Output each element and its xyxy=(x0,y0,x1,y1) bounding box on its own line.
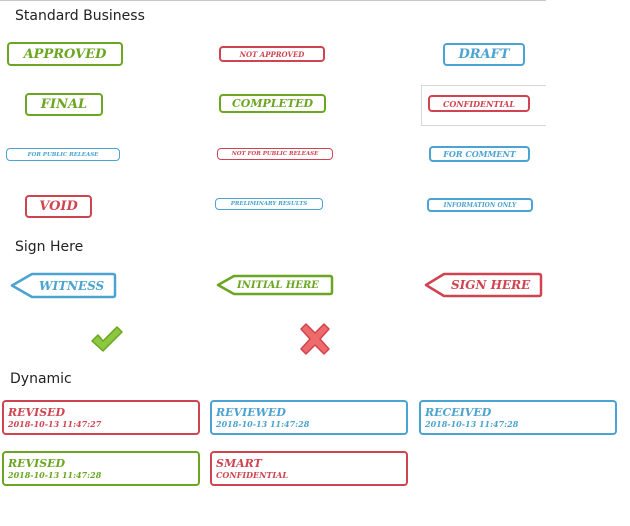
dynamic-stamp-subtitle: CONFIDENTIAL xyxy=(216,470,288,480)
stamp-draft[interactable]: DRAFT xyxy=(443,43,525,66)
stamp-preliminary-results[interactable]: PRELIMINARY RESULTS xyxy=(215,198,323,210)
stamp-for-comment[interactable]: FOR COMMENT xyxy=(429,146,530,162)
dynamic-stamp-timestamp: 2018-10-13 11:47:28 xyxy=(8,470,102,480)
dynamic-stamp-title: REVISED xyxy=(8,457,66,470)
stamp-sign-here-label: SIGN HERE xyxy=(451,278,531,292)
section-title-standard-business: Standard Business xyxy=(15,8,145,24)
stamp-confidential[interactable]: CONFIDENTIAL xyxy=(428,95,530,112)
arrow-tag-left-icon xyxy=(10,272,117,299)
stamp-selection-highlight xyxy=(421,85,546,126)
dynamic-stamp-revised[interactable]: REVISED 2018-10-13 11:47:27 xyxy=(2,400,200,435)
section-title-dynamic: Dynamic xyxy=(10,371,72,387)
arrow-tag-left-icon xyxy=(216,274,334,296)
arrow-tag-left-icon xyxy=(424,272,543,298)
dynamic-stamp-timestamp: 2018-10-13 11:47:28 xyxy=(425,419,519,429)
top-divider xyxy=(0,0,546,1)
dynamic-stamp-received[interactable]: RECEIVED 2018-10-13 11:47:28 xyxy=(419,400,617,435)
stamp-for-public-release[interactable]: FOR PUBLIC RELEASE xyxy=(6,148,120,161)
stamp-void[interactable]: VOID xyxy=(25,195,92,218)
dynamic-stamp-title: REVIEWED xyxy=(216,406,286,419)
dynamic-stamp-title: SMART xyxy=(216,457,262,470)
dynamic-stamp-title: REVISED xyxy=(8,406,66,419)
stamp-initial-here-label: INITIAL HERE xyxy=(237,279,319,291)
stamp-sign-here[interactable]: SIGN HERE xyxy=(424,272,543,298)
stamp-initial-here[interactable]: INITIAL HERE xyxy=(216,274,334,296)
dynamic-stamp-smart-confidential[interactable]: SMART CONFIDENTIAL xyxy=(210,451,408,486)
stamp-approved[interactable]: APPROVED xyxy=(7,42,123,66)
stamp-final[interactable]: FINAL xyxy=(25,93,103,116)
dynamic-stamp-revised-green[interactable]: REVISED 2018-10-13 11:47:28 xyxy=(2,451,200,486)
checkmark-icon[interactable] xyxy=(90,325,124,353)
x-mark-icon[interactable] xyxy=(298,323,332,355)
stamp-not-approved[interactable]: NOT APPROVED xyxy=(219,46,325,62)
stamp-witness-label: WITNESS xyxy=(39,278,105,293)
section-title-sign-here: Sign Here xyxy=(15,239,84,255)
dynamic-stamp-reviewed[interactable]: REVIEWED 2018-10-13 11:47:28 xyxy=(210,400,408,435)
stamp-not-for-public-release[interactable]: NOT FOR PUBLIC RELEASE xyxy=(217,148,333,160)
stamp-completed[interactable]: COMPLETED xyxy=(219,94,326,113)
dynamic-stamp-timestamp: 2018-10-13 11:47:27 xyxy=(8,419,102,429)
stamp-witness[interactable]: WITNESS xyxy=(10,272,117,299)
dynamic-stamp-title: RECEIVED xyxy=(425,406,492,419)
dynamic-stamp-timestamp: 2018-10-13 11:47:28 xyxy=(216,419,310,429)
stamp-information-only[interactable]: INFORMATION ONLY xyxy=(427,198,533,212)
